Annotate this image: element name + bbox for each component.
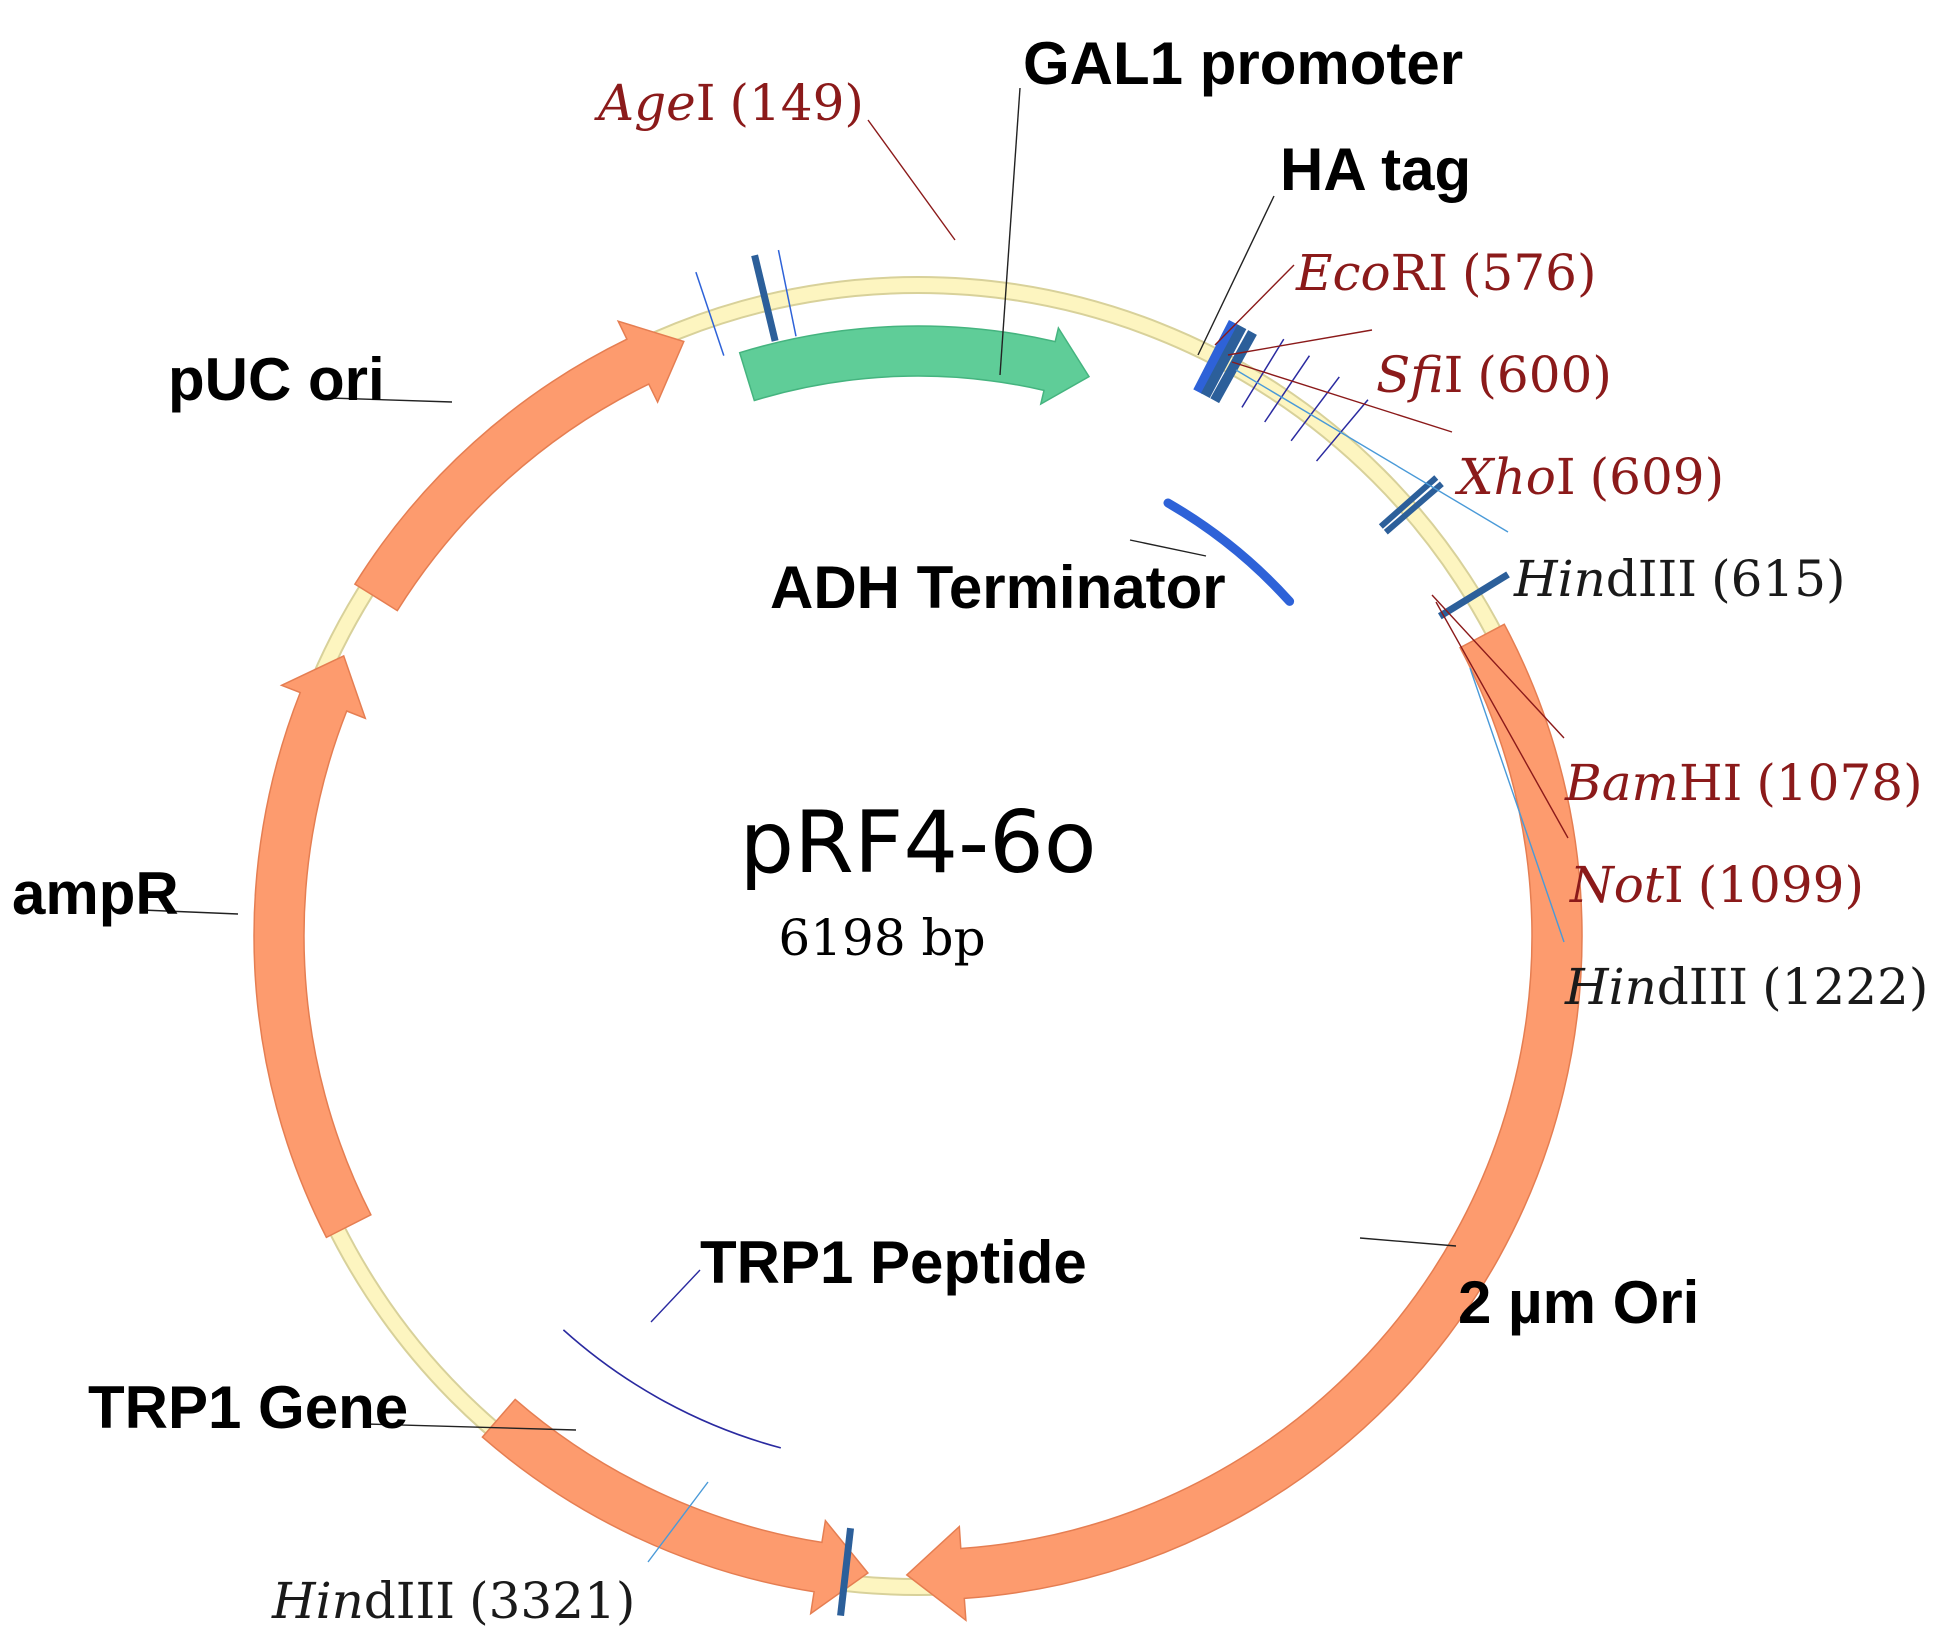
site-label-bamhi: BamHI(1078) (1564, 754, 1923, 812)
puc-ori-arrow[interactable] (353, 319, 685, 612)
callout-line (141, 909, 239, 915)
site-label-hindiii-3321: HindIII(3321) (271, 1572, 635, 1628)
site-tick (777, 249, 797, 337)
trp1-peptide-arc[interactable] (562, 1329, 782, 1449)
callout-line (999, 87, 1021, 376)
site-tick (695, 271, 725, 356)
callout-line (1231, 361, 1453, 433)
label-gal1-promoter: GAL1 promoter (1023, 30, 1463, 97)
callout-lines (141, 87, 1569, 1563)
ha-tag-bar (1200, 324, 1247, 398)
callout-line (1227, 329, 1373, 356)
site-label-noti: NotI(1099) (1569, 856, 1864, 914)
site-tick (1290, 376, 1340, 442)
site-tick (1264, 355, 1311, 423)
ampr-arrow[interactable] (253, 654, 372, 1239)
callout-line (1129, 539, 1207, 557)
callout-line (867, 119, 956, 241)
site-tick (837, 1527, 855, 1616)
callout-line (1469, 667, 1565, 943)
plasmid-name: pRF4-6o (740, 793, 1097, 893)
site-tick (1378, 475, 1439, 529)
callout-line (365, 1423, 577, 1431)
label-trp1-peptide: TRP1 Peptide (700, 1229, 1087, 1296)
gal1-promoter-arrow[interactable] (738, 325, 1091, 406)
label-ampr: ampR (12, 860, 179, 927)
callout-line (1431, 594, 1565, 739)
label-puc-ori: pUC ori (168, 346, 385, 413)
ha-tag-marks[interactable] (1193, 320, 1257, 404)
site-tick (1437, 571, 1510, 620)
callout-line (650, 1269, 701, 1323)
callout-line (1435, 601, 1569, 839)
callout-line (1359, 1237, 1457, 1247)
trp1-gene-arrow[interactable] (481, 1398, 869, 1616)
site-label-agei: AgeI(149) (594, 74, 864, 132)
site-label-hindiii-615: HindIII(615) (1513, 550, 1846, 608)
callout-line (647, 1481, 709, 1563)
callout-line (1235, 369, 1509, 533)
site-tick (1315, 399, 1369, 462)
2um-ori-arc[interactable] (905, 623, 1583, 1622)
ha-tag-bar (1193, 320, 1238, 394)
restriction-site-ticks (695, 249, 1510, 1616)
site-tick (1383, 481, 1444, 535)
callout-line (329, 397, 453, 403)
label-ha-tag: HA tag (1280, 136, 1471, 203)
site-label-sfii: SfiI(600) (1376, 346, 1612, 404)
site-label-hindiii-1222: HindIII(1222) (1564, 958, 1928, 1016)
label-adh-terminator: ADH Terminator (770, 554, 1226, 621)
callout-line (1197, 195, 1275, 356)
ha-tag-bar (1210, 330, 1257, 404)
callout-line (1214, 264, 1295, 346)
adh-terminator-arc[interactable] (1163, 498, 1295, 606)
site-label-ecori: EcoRI(576) (1295, 244, 1596, 302)
label-trp1-gene: TRP1 Gene (88, 1374, 408, 1441)
plasmid-size: 6198 bp (778, 909, 985, 967)
label-2um-ori: 2 µm Ori (1458, 1269, 1699, 1336)
site-tick (751, 254, 779, 342)
site-tick (1241, 338, 1285, 408)
site-label-xhoi: XhoI(609) (1454, 448, 1724, 506)
